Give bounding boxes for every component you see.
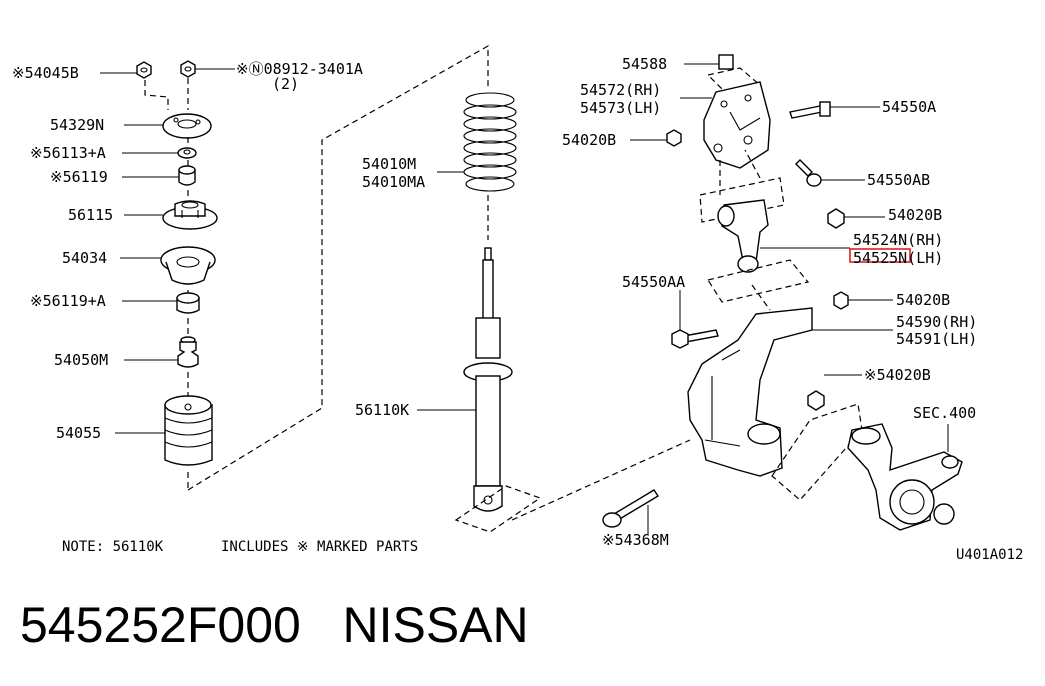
label-54020B-4: ※54020B — [864, 366, 931, 384]
highlight-box-54525N — [849, 248, 911, 263]
dust-boot-54055 — [164, 395, 213, 466]
label-56119A: ※56119+A — [30, 292, 106, 310]
bolt-54550A — [789, 101, 831, 119]
clip-54588 — [718, 54, 734, 70]
label-54588: 54588 — [622, 55, 667, 73]
label-54573: 54573(LH) — [580, 99, 661, 117]
label-54050M: 54050M — [54, 351, 108, 369]
nut-54020B-arm — [807, 390, 825, 411]
label-54055: 54055 — [56, 424, 101, 442]
label-08912-3401A: ※Ⓝ08912-3401A — [236, 60, 363, 78]
spring-seat-54034 — [160, 246, 216, 285]
label-54329N: 54329N — [50, 116, 104, 134]
shock-absorber-56110K — [463, 247, 513, 512]
label-54525N: 54525N(LH) — [853, 249, 943, 267]
part-number-title: 545252F000 NISSAN — [20, 597, 529, 653]
nut-54020B-lower — [833, 291, 849, 310]
label-54550AB: 54550AB — [867, 171, 930, 189]
label-54368M: ※54368M — [602, 531, 669, 549]
bushing-56119A — [176, 292, 200, 314]
nut-08912 — [180, 60, 196, 78]
label-54010M: 54010M — [362, 155, 416, 173]
bushing-56119 — [178, 165, 196, 186]
label-54591: 54591(LH) — [896, 330, 977, 348]
label-56119: ※56119 — [50, 168, 108, 186]
label-sec400: SEC.400 — [913, 404, 976, 422]
coil-spring-54010M — [463, 92, 517, 192]
arm-54590 — [687, 307, 813, 477]
bolt-54368M — [602, 489, 659, 528]
label-54524N: 54524N(RH) — [853, 231, 943, 249]
label-54020B-1: 54020B — [562, 131, 616, 149]
label-56113A: ※56113+A — [30, 144, 106, 162]
bracket-54572 — [703, 81, 771, 169]
label-54034: 54034 — [62, 249, 107, 267]
figure-code: U401A012 — [956, 547, 1023, 563]
link-54524N — [717, 199, 769, 273]
steering-knuckle-sec400 — [847, 423, 963, 531]
label-08912-qty: (2) — [272, 75, 299, 93]
note-text: INCLUDES ※ MARKED PARTS — [221, 539, 418, 555]
label-54550A: 54550A — [882, 98, 936, 116]
label-56115: 56115 — [68, 206, 113, 224]
bolt-54550AA — [671, 329, 719, 349]
leader-lines — [100, 63, 949, 534]
mount-insulator-56115 — [162, 200, 218, 230]
label-54045B: ※54045B — [12, 64, 79, 82]
washer-56113A — [177, 147, 197, 159]
nut-54020B-mid — [827, 208, 845, 229]
label-56110K: 56110K — [355, 401, 409, 419]
mount-plate-54329N — [162, 113, 212, 139]
label-54020B-2: 54020B — [888, 206, 942, 224]
label-54572: 54572(RH) — [580, 81, 661, 99]
label-54020B-3: 54020B — [896, 291, 950, 309]
bump-stop-54050M — [177, 336, 199, 368]
label-54590: 54590(RH) — [896, 313, 977, 331]
bolt-54550AB — [795, 159, 822, 187]
nut-54045B — [136, 61, 152, 79]
nut-54020B-upper — [666, 129, 682, 147]
label-54550AA: 54550AA — [622, 273, 685, 291]
note-prefix: NOTE: 56110K — [62, 539, 164, 555]
label-54010MA: 54010MA — [362, 173, 425, 191]
